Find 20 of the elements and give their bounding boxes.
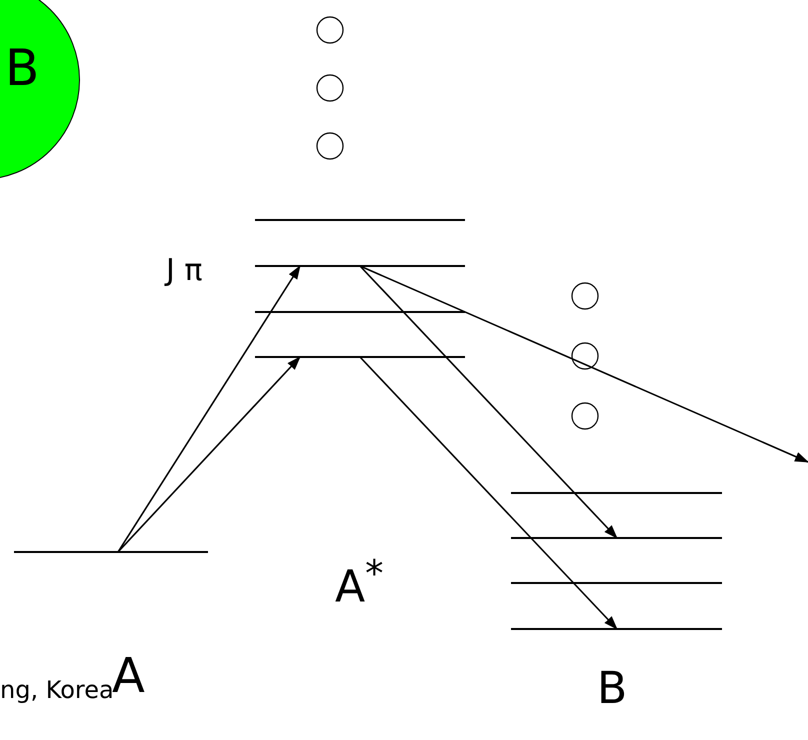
energy-level-line [14,551,208,553]
energy-level-line [255,356,465,358]
energy-level-line [511,582,722,584]
energy-level-line [255,311,465,313]
arrow [359,265,618,539]
energy-level-line [511,537,722,539]
energy-level-line [255,219,465,221]
level-label: J π [166,256,202,286]
arrow [117,265,301,552]
energy-level-line [255,265,465,267]
energy-level-line [511,628,722,630]
arrow [359,356,618,630]
note-text: ng, Korea [0,678,114,702]
arrow [360,265,808,463]
arrow [117,356,301,553]
node-label: B [5,43,40,93]
level-label: A [112,652,145,700]
group-label: B [597,667,628,711]
energy-level-line [511,492,722,494]
group-label: A$^{*}$ [335,556,384,610]
